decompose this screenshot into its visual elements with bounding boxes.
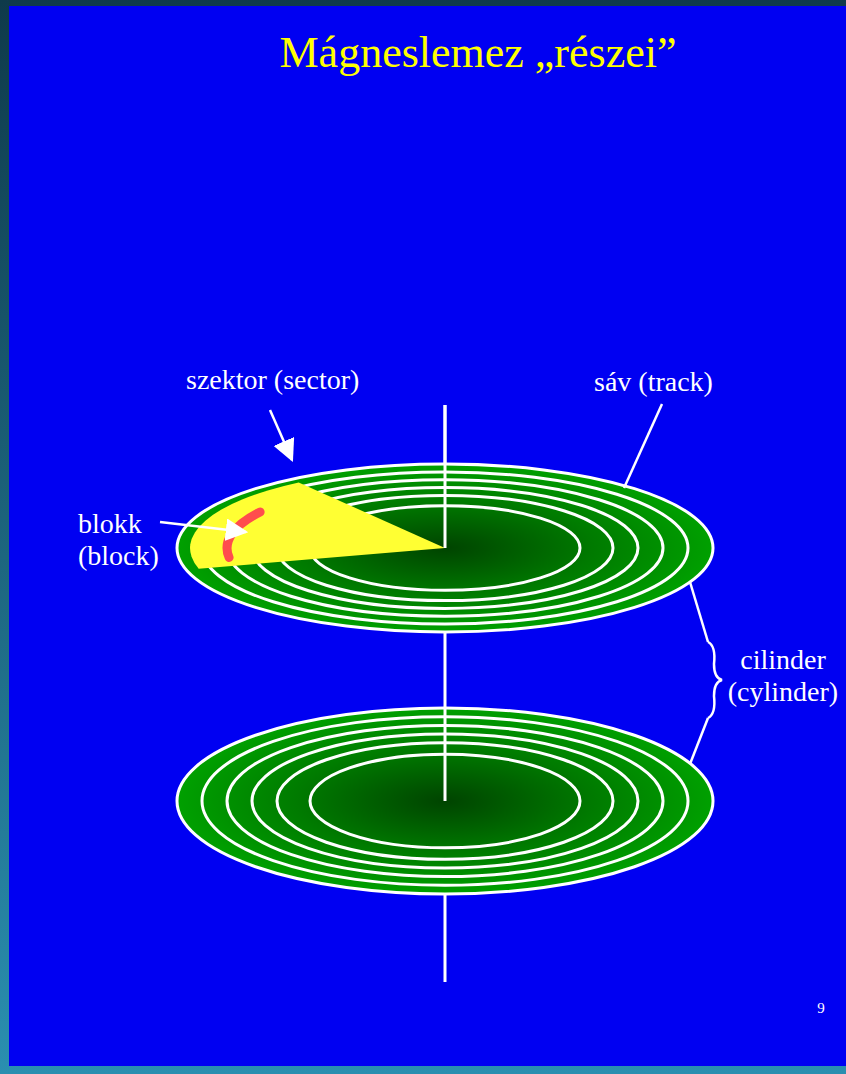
block-arc — [227, 512, 260, 558]
block-label: blokk (block) — [78, 508, 188, 572]
upper-platter — [177, 405, 713, 632]
page-number: 9 — [804, 1000, 838, 1017]
sector-pointer — [270, 410, 292, 460]
cylinder-brace — [708, 642, 722, 718]
track-label: sáv (track) — [594, 366, 814, 398]
spindle-axis — [444, 405, 447, 548]
sector-wedge — [190, 483, 445, 569]
sector-label: szektor (sector) — [186, 364, 446, 396]
slide-title: Mágneslemez „részei” — [110, 28, 846, 79]
block-pointer — [160, 522, 246, 532]
lower-platter — [177, 708, 713, 894]
cylinder-label: cilinder (cylinder) — [724, 644, 842, 708]
track-leader — [624, 404, 662, 488]
slide-background — [9, 6, 846, 1066]
cylinder-leader — [690, 582, 708, 642]
platter — [177, 708, 713, 894]
cylinder-leader — [690, 718, 708, 764]
spindle-axis — [444, 708, 447, 801]
